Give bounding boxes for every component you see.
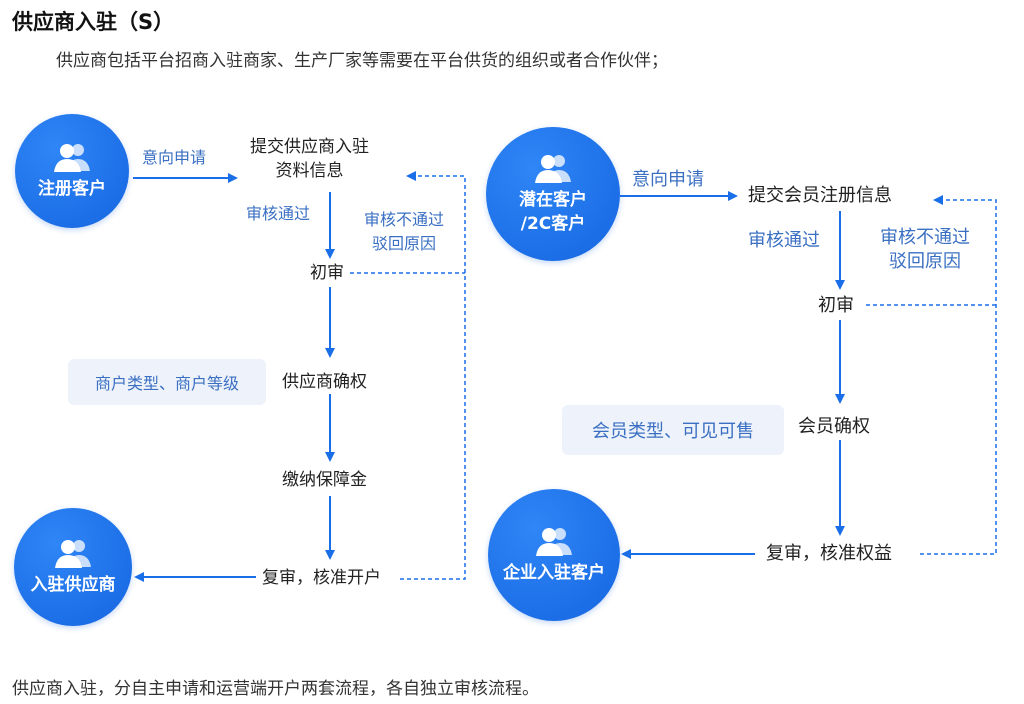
reject-label-line1: 审核不通过 [364,210,445,229]
submit-node-left: 提交供应商入驻 资料信息 [250,135,369,183]
confirm-node-left: 供应商确权 [282,372,367,392]
end-node-label: 企业入驻客户 [503,563,605,583]
footer-note: 供应商入驻，分自主申请和运营端开户两套流程，各自独立审核流程。 [12,679,539,699]
reject-label-right: 审核不通过 驳回原因 [880,226,970,274]
member-tag-right: 会员类型、可见可售 [562,405,784,455]
merchant-tag-left: 商户类型、商户等级 [68,359,266,405]
intro-text: 供应商包括平台招商入驻商家、生产厂家等需要在平台供货的组织或者合作伙伴； [56,51,668,71]
submit-node-right: 提交会员注册信息 [748,185,892,206]
end-node-enterprise: 企业入驻客户 [488,489,620,621]
end-node-supplier: 入驻供应商 [14,508,132,626]
reject-loop-right [920,195,997,555]
user-group-icon [54,144,90,172]
apply-label-left: 意向申请 [142,148,207,167]
deposit-node-left: 缴纳保障金 [282,470,367,490]
page-title: 供应商入驻（S） [12,10,175,34]
start-node-label: 注册客户 [38,179,106,199]
user-group-icon [55,540,91,568]
initial-review-right: 初审 [818,295,854,316]
user-group-icon [535,155,571,183]
submit-node-line2: 资料信息 [275,161,344,181]
start-node-line1: 潜在客户 [519,190,587,210]
reject-label-line2: 驳回原因 [372,234,437,253]
reject-label-line1: 审核不通过 [880,227,970,248]
reject-loop-left [400,171,466,580]
apply-label-right: 意向申请 [632,169,704,190]
initial-review-left: 初审 [310,263,344,283]
start-node-potential: 潜在客户 /2C客户 [486,127,620,261]
final-review-right: 复审，核准权益 [766,543,892,564]
start-node-register: 注册客户 [15,114,129,228]
final-review-left: 复审，核准开户 [262,568,381,588]
reject-label-left: 审核不通过 驳回原因 [364,208,444,256]
reject-label-line2: 驳回原因 [889,251,961,272]
pass-label-right: 审核通过 [748,230,820,251]
start-node-line2: /2C客户 [520,214,586,234]
end-node-label: 入驻供应商 [30,575,116,595]
pass-label-left: 审核通过 [246,204,311,223]
confirm-node-right: 会员确权 [798,416,870,437]
submit-node-line1: 提交供应商入驻 [250,137,369,157]
user-group-icon [536,528,572,556]
